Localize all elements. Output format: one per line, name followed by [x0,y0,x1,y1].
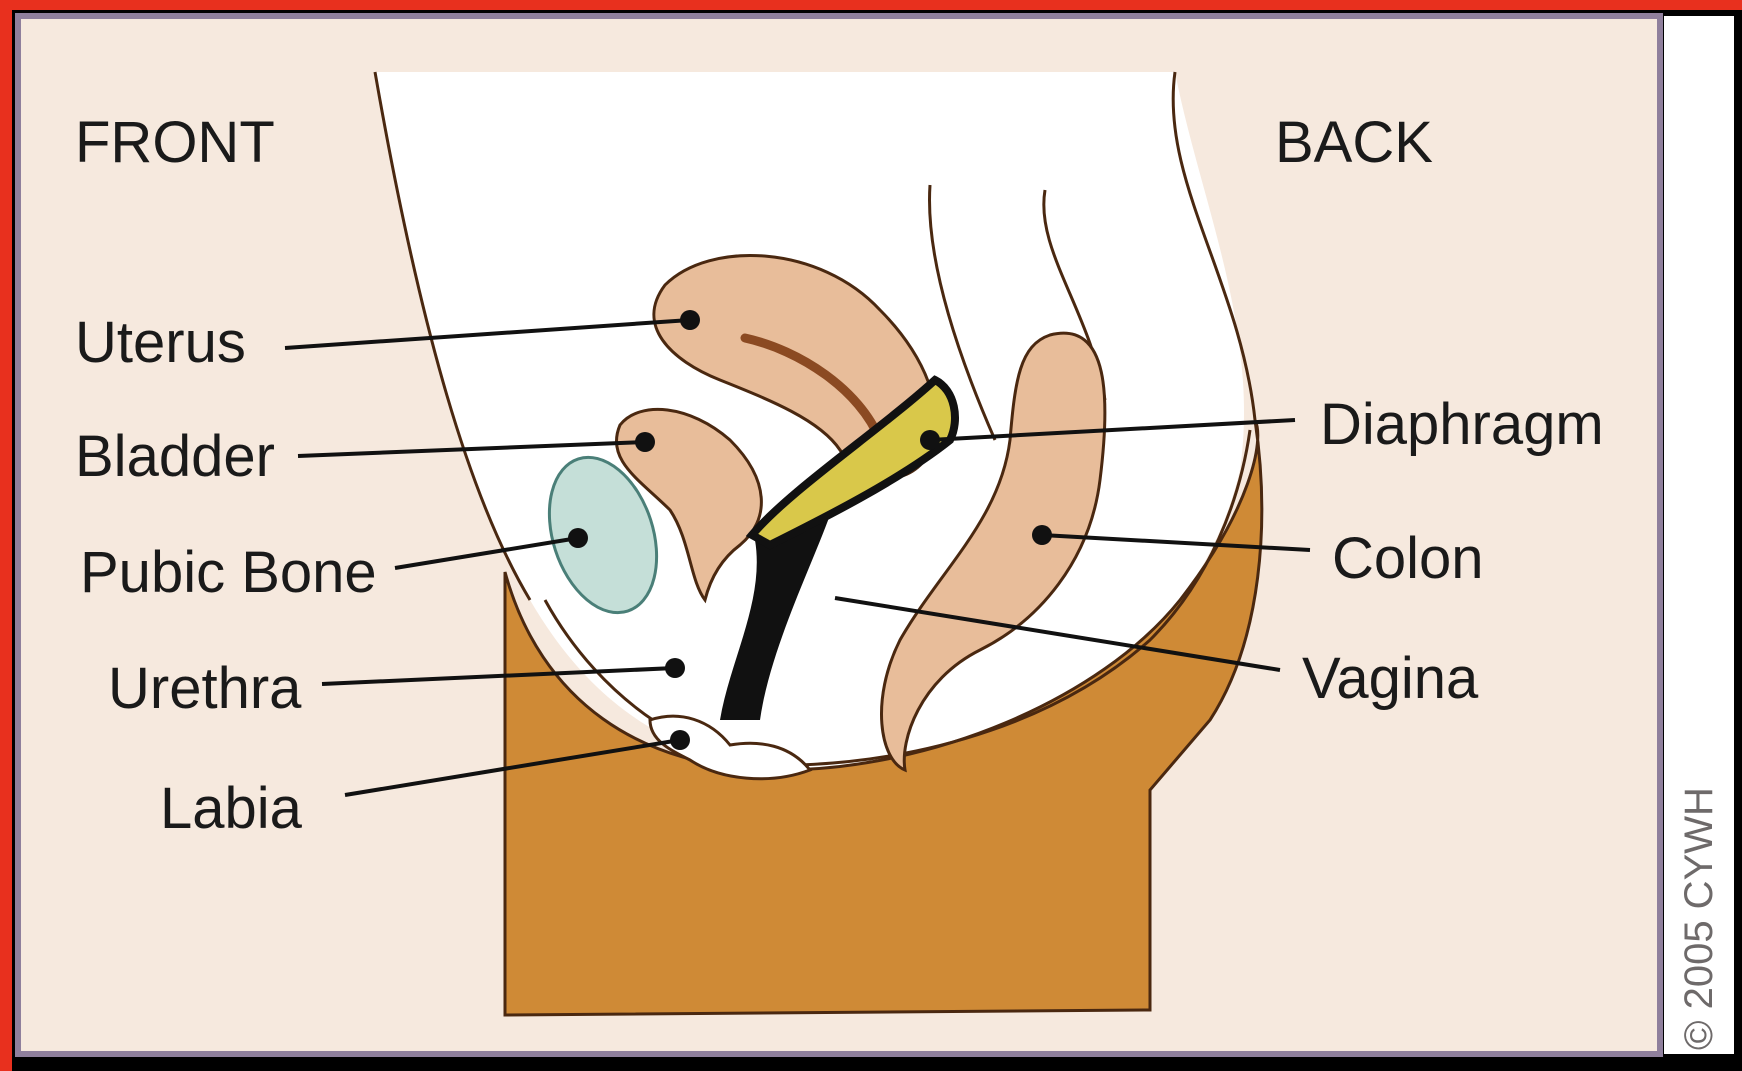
urethra-dot [665,658,685,678]
bladder-label: Bladder [75,424,275,489]
diaphragm-label: Diaphragm [1320,392,1604,457]
back-label: BACK [1275,110,1433,175]
uterus-dot [680,310,700,330]
pubic-bone-label: Pubic Bone [80,540,377,605]
pubic-bone-dot [568,528,588,548]
labia-dot [670,730,690,750]
front-label: FRONT [75,110,275,175]
labia-label: Labia [160,776,303,841]
vagina-label: Vagina [1302,646,1479,711]
urethra-label: Urethra [108,656,302,721]
diaphragm-dot [920,430,940,450]
copyright-notice: © 2005 CYWH [1677,787,1721,1050]
colon-dot [1032,525,1052,545]
colon-label: Colon [1332,526,1484,591]
uterus-label: Uterus [75,310,246,375]
bladder-dot [635,432,655,452]
